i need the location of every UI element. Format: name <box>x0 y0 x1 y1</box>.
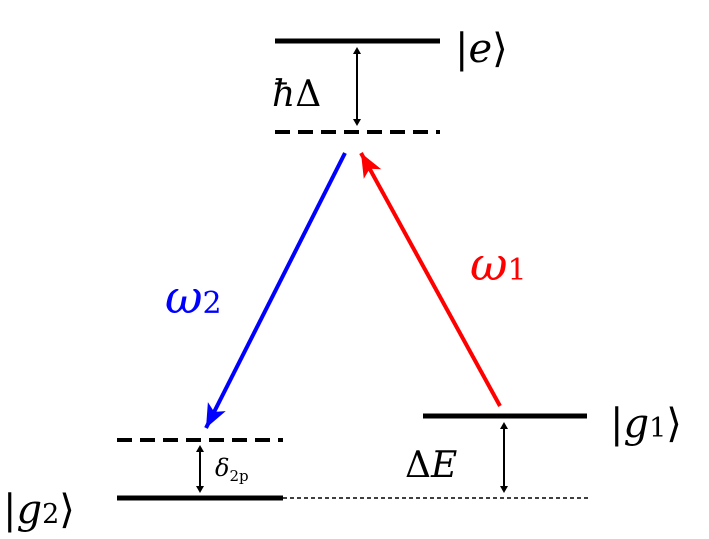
pump-frequency-label: ω1 <box>470 237 527 291</box>
ground-state-2-ket: |g2⟩ <box>3 487 75 533</box>
two-photon-detuning-label: δ2p <box>215 454 249 485</box>
excited-state-letter: e <box>468 26 492 72</box>
pump-transition-arrow <box>359 152 502 407</box>
detuning-label: ħΔ <box>272 74 321 115</box>
stokes-transition-arrow <box>204 152 347 429</box>
excited-state-ket: |e⟩ <box>455 26 508 72</box>
ground-state-1-ket: |g1⟩ <box>610 401 682 447</box>
energy-gap-label: ΔE <box>405 445 457 486</box>
stokes-frequency-label: ω2 <box>165 270 222 324</box>
